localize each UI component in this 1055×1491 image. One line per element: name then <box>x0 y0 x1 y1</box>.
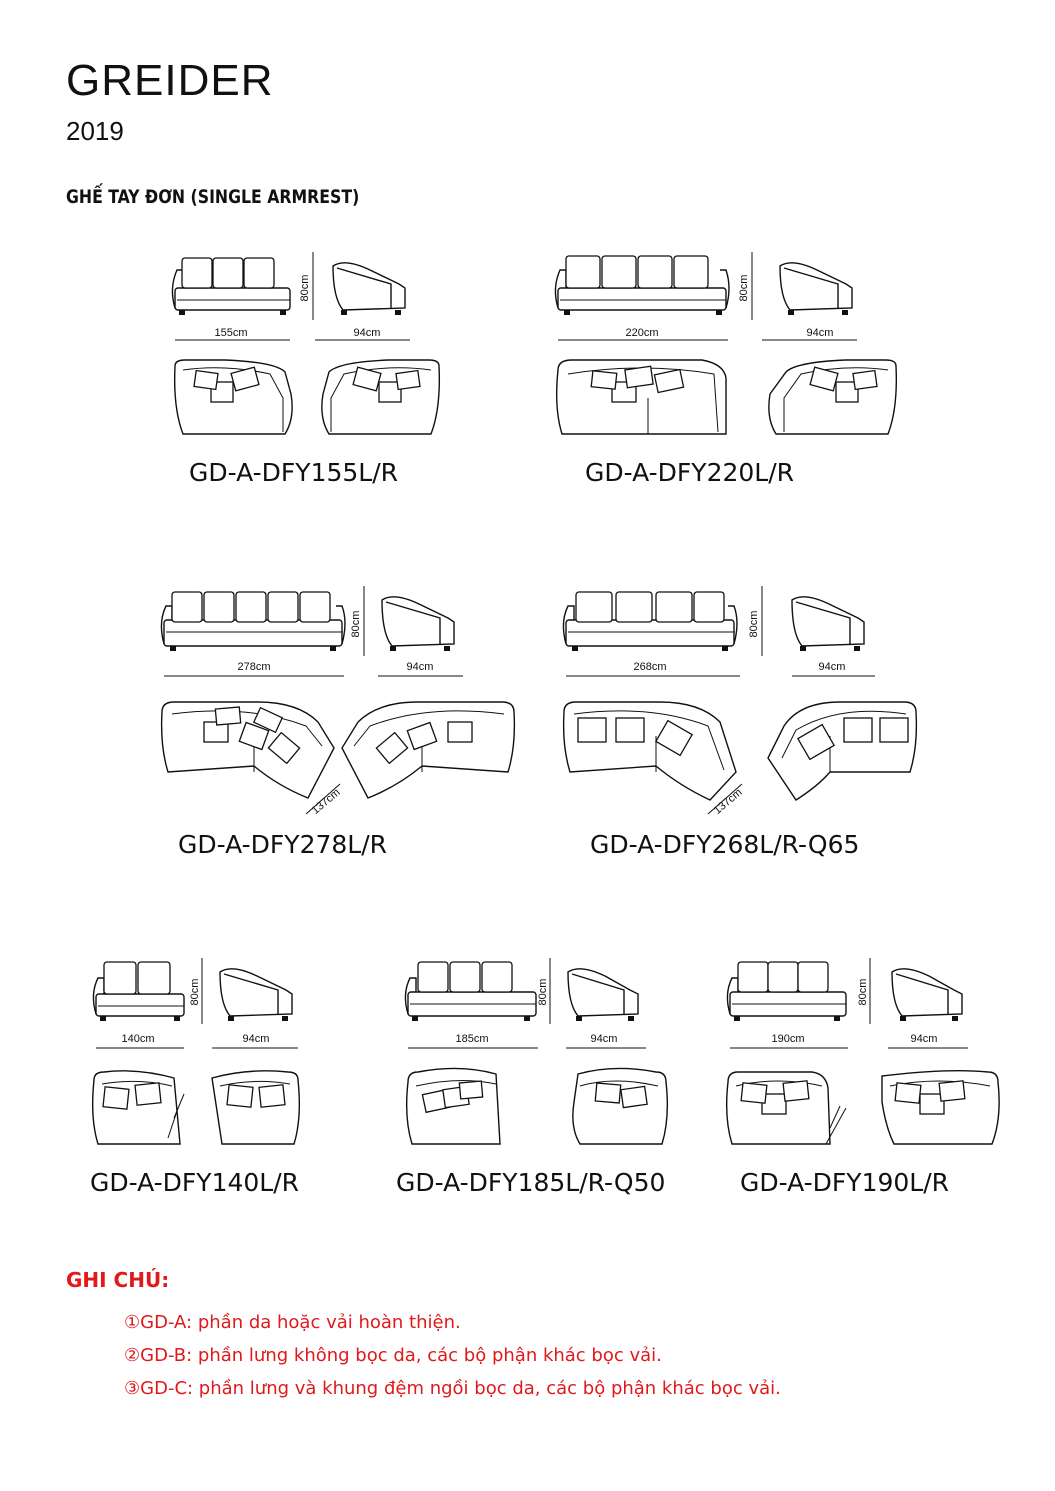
product-code: GD-A-DFY220L/R <box>585 458 795 487</box>
product-code: GD-A-DFY140L/R <box>90 1168 300 1197</box>
depth-label: 94cm <box>807 327 834 339</box>
plan-view-right <box>211 1070 301 1145</box>
front-view <box>562 591 738 651</box>
product-code: GD-A-DFY268L/R-Q65 <box>590 830 860 859</box>
height-label: 80cm <box>738 275 750 302</box>
plan-view-left <box>555 359 727 435</box>
height-label: 80cm <box>857 979 869 1006</box>
front-view <box>726 961 847 1021</box>
section-title: GHẾ TAY ĐƠN (SINGLE ARMREST) <box>66 186 360 208</box>
side-view <box>891 968 963 1021</box>
plan-view-left: 137cm <box>562 701 745 817</box>
width-label: 278cm <box>237 661 270 673</box>
depth-label: 94cm <box>243 1033 270 1045</box>
width-label: 185cm <box>455 1033 488 1045</box>
product-dfy268: 80cm 268cm 94cm 137cm GD-A-DF <box>560 586 940 866</box>
front-view <box>404 961 537 1021</box>
height-label: 80cm <box>748 611 760 638</box>
product-dfy278: 80cm 278cm 94cm 137cm <box>158 586 538 866</box>
plan-view-right <box>767 701 918 801</box>
plan-view-right <box>881 1069 1000 1145</box>
catalog-year: 2019 <box>66 116 124 146</box>
product-code: GD-A-DFY190L/R <box>740 1168 950 1197</box>
front-view <box>554 255 730 315</box>
front-view <box>92 961 185 1021</box>
front-view <box>171 257 291 315</box>
note-item: ②GD-B: phần lưng không bọc da, các bộ ph… <box>124 1345 662 1366</box>
product-code: GD-A-DFY155L/R <box>189 458 399 487</box>
plan-view-right <box>572 1067 669 1145</box>
side-view <box>381 596 455 651</box>
plan-view-right <box>768 359 897 435</box>
plan-view-left <box>405 1067 501 1145</box>
depth-label: 94cm <box>354 327 381 339</box>
product-code: GD-A-DFY278L/R <box>178 830 388 859</box>
product-dfy185: 80cm 185cm 94cm GD-A-DFY185L/R-Q50 <box>396 958 680 1203</box>
drawing-dfy268: 80cm 268cm 94cm 137cm <box>562 586 918 817</box>
drawing-dfy140: 80cm 140cm 94cm <box>91 958 301 1145</box>
product-dfy190: 80cm 190cm 94cm GD-A-DFY190L/R <box>722 958 1022 1203</box>
front-view <box>160 591 346 651</box>
side-view <box>779 262 853 315</box>
height-label: 80cm <box>350 611 362 638</box>
height-label: 80cm <box>537 979 549 1006</box>
brand-name: GREIDER <box>66 56 274 105</box>
side-view <box>567 968 639 1021</box>
depth-label: 94cm <box>591 1033 618 1045</box>
plan-view-left <box>91 1070 185 1145</box>
side-view <box>219 968 293 1021</box>
height-label: 80cm <box>189 979 201 1006</box>
plan-view-right <box>341 701 516 799</box>
note-item: ③GD-C: phần lưng và khung đệm ngồi bọc d… <box>124 1378 781 1399</box>
curve-label: 137cm <box>310 786 343 816</box>
plan-view-left: 137cm <box>160 701 343 817</box>
product-code: GD-A-DFY185L/R-Q50 <box>396 1168 666 1197</box>
width-label: 155cm <box>214 327 247 339</box>
width-label: 220cm <box>625 327 658 339</box>
product-dfy155: 80cm 155cm 94cm GD-A-DFY155L/R <box>165 248 465 493</box>
plan-view-left <box>725 1071 847 1145</box>
side-view <box>332 262 406 315</box>
drawing-dfy220: 80cm 220cm 94cm <box>554 252 897 435</box>
note-item: ①GD-A: phần da hoặc vải hoàn thiện. <box>124 1312 461 1333</box>
width-label: 268cm <box>633 661 666 673</box>
side-view <box>791 596 865 651</box>
drawing-dfy190: 80cm 190cm 94cm <box>725 958 1000 1145</box>
height-label: 80cm <box>299 275 311 302</box>
plan-view-left <box>174 359 293 435</box>
product-dfy220: 80cm 220cm 94cm GD-A-DFY220L/R <box>552 248 902 493</box>
drawing-dfy155: 80cm 155cm 94cm <box>171 252 440 435</box>
depth-label: 94cm <box>911 1033 938 1045</box>
product-dfy140: 80cm 140cm 94cm GD-A-DFY140L/R <box>88 958 308 1203</box>
curve-label: 137cm <box>712 786 745 816</box>
width-label: 190cm <box>771 1033 804 1045</box>
drawing-dfy185: 80cm 185cm 94cm <box>404 958 669 1145</box>
depth-label: 94cm <box>407 661 434 673</box>
width-label: 140cm <box>121 1033 154 1045</box>
plan-view-right <box>321 359 440 435</box>
drawing-dfy278: 80cm 278cm 94cm 137cm <box>160 586 516 817</box>
depth-label: 94cm <box>819 661 846 673</box>
notes-title: GHI CHÚ: <box>66 1268 170 1292</box>
